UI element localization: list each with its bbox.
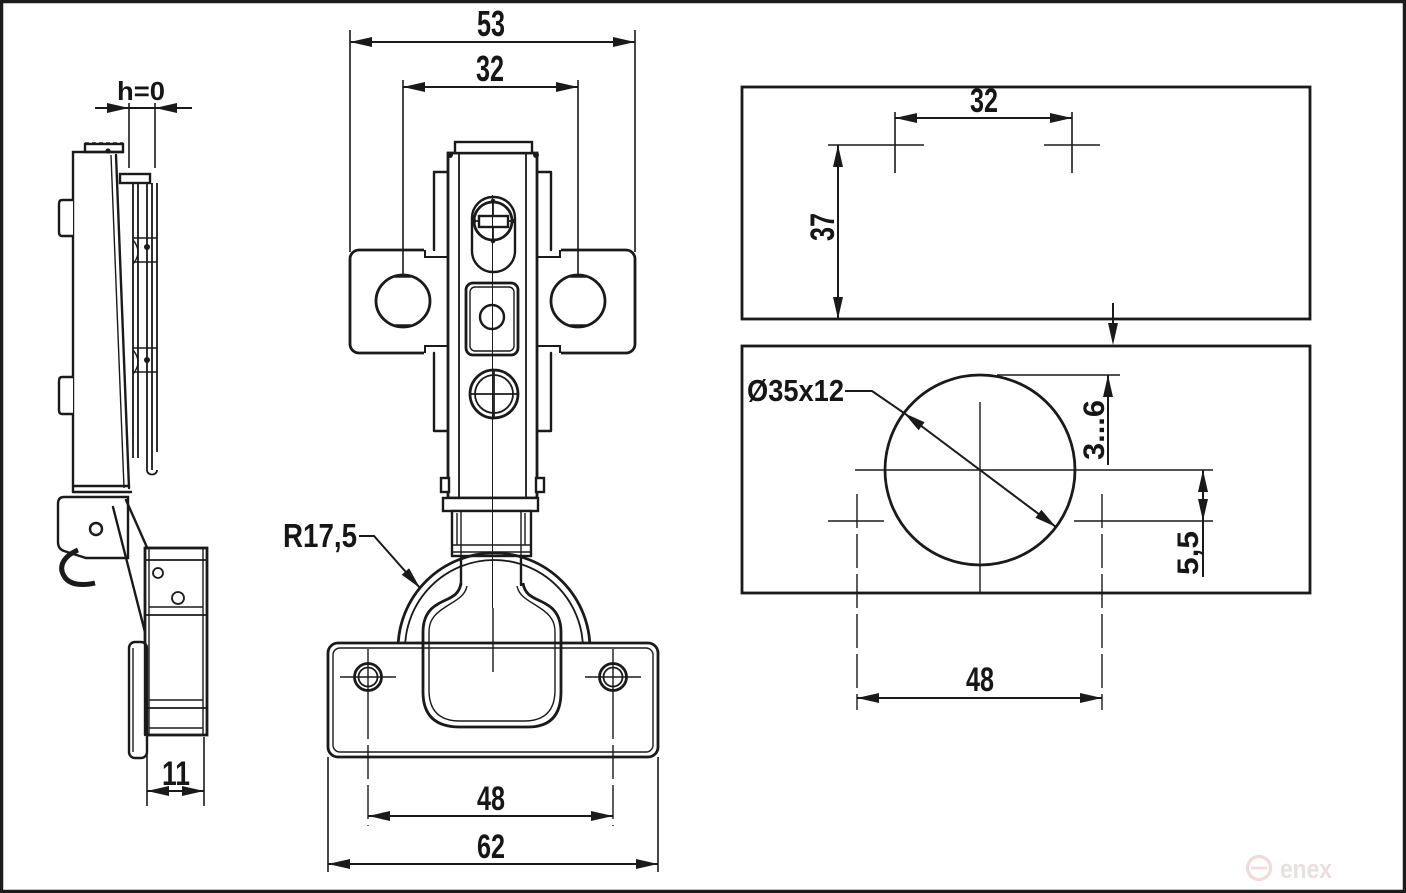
dim-plate-distance-label: 37 xyxy=(804,213,842,241)
dimension-screw-spacing: 32 xyxy=(402,48,579,276)
dim-cup-offset-label: 5,5 xyxy=(1172,531,1205,575)
dimension-cup-radius: R17,5 xyxy=(283,517,421,589)
panel-edge-arrow xyxy=(1108,303,1118,345)
hinge-elbow-hook xyxy=(59,547,96,587)
panel-outline-bottom xyxy=(740,344,1312,595)
dimension-flange-width: 62 xyxy=(327,757,659,872)
dim-flange-hole-spacing-label: 48 xyxy=(477,780,505,818)
watermark-logo-icon xyxy=(1245,854,1273,882)
dimension-drill-spacing-bottom: 48 xyxy=(857,661,1102,703)
wing-hole-right xyxy=(549,273,607,329)
top-drilling-view: 32 37 xyxy=(740,82,1312,321)
dimension-drill-spacing-top: 32 xyxy=(895,82,1072,123)
cup-dome-arc xyxy=(396,551,592,650)
dimension-cup-depth: 11 xyxy=(146,737,205,806)
side-view: h=0 11 xyxy=(56,76,209,806)
cup-drilling-view: Ø35x12 3...6 5,5 48 xyxy=(740,344,1312,710)
label-cup-hole: Ø35x12 xyxy=(747,373,844,408)
dim-cup-radius-label: R17,5 xyxy=(283,517,357,554)
dim-drill-spacing-top-label: 32 xyxy=(970,82,998,120)
dimension-overlay: h=0 xyxy=(95,76,192,168)
dimension-plate-distance: 37 xyxy=(804,145,843,319)
dim-drill-spacing-bottom-label: 48 xyxy=(966,661,994,699)
watermark-text: enex xyxy=(1280,854,1332,884)
dim-screw-spacing-label: 32 xyxy=(476,48,504,89)
dimension-plate-width: 53 xyxy=(349,3,636,252)
dimension-cup-offset: 5,5 xyxy=(1172,470,1208,577)
dimension-flange-hole-spacing: 48 xyxy=(368,780,613,821)
watermark: enex xyxy=(1245,854,1332,884)
panel-outline-top xyxy=(740,85,1312,321)
dimension-edge-distance: 3...6 xyxy=(997,374,1120,465)
dim-plate-width-label: 53 xyxy=(477,3,505,44)
front-view: 53 32 R17,5 48 62 xyxy=(283,3,660,872)
dim-edge-distance-label: 3...6 xyxy=(1078,400,1111,460)
dim-flange-width-label: 62 xyxy=(477,828,505,866)
wing-hole-left xyxy=(374,273,432,329)
dim-cup-depth-label: 11 xyxy=(162,755,190,793)
dim-overlay-label: h=0 xyxy=(117,76,165,106)
